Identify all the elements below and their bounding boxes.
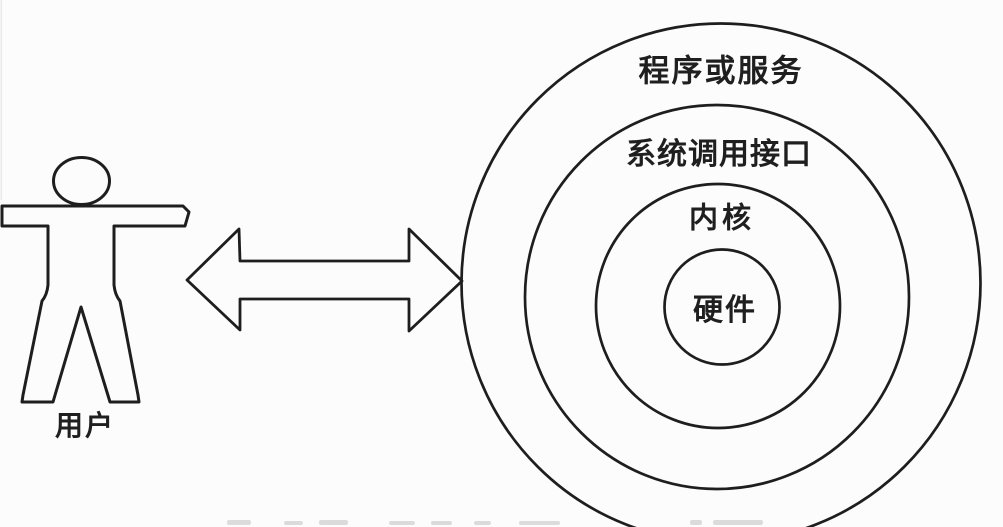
ring-label-hardware: 硬件	[693, 294, 757, 327]
ring-label-programs-or-services: 程序或服务	[638, 53, 804, 89]
scan-edge-artifact	[0, 0, 3, 200]
kernel-ring-circle	[594, 182, 842, 430]
user-figure-body	[0, 204, 191, 404]
ring-label-system-call-interface: 系统调用接口	[626, 138, 812, 171]
hardware-circle	[663, 248, 781, 366]
outer-ring-circle	[460, 22, 982, 527]
syscall-ring-circle	[523, 103, 911, 491]
user-figure-head	[52, 156, 111, 206]
ring-label-kernel: 内核	[688, 202, 756, 235]
double-arrow	[185, 227, 464, 333]
cropped-caption-ghost	[227, 520, 763, 525]
user-label: 用户	[54, 411, 116, 442]
user-figure	[0, 156, 191, 404]
